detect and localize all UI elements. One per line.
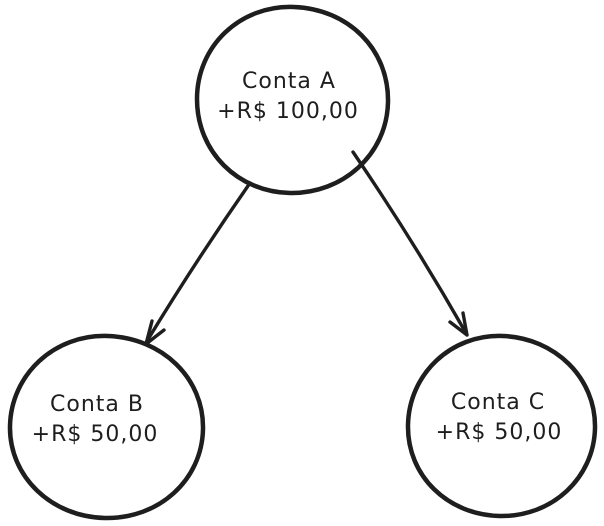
node-conta-c: Conta C +R$ 50,00 [405, 333, 598, 519]
edge-conta-a-to-conta-b [144, 181, 252, 346]
node-conta-a-label: Conta A [242, 69, 336, 94]
node-conta-a: Conta A +R$ 100,00 [194, 4, 391, 196]
node-conta-b: Conta B +R$ 50,00 [7, 333, 206, 521]
edge-a-c-line [351, 150, 468, 335]
node-conta-b-label: Conta B [50, 392, 144, 417]
node-conta-b-circle [7, 333, 206, 521]
node-conta-c-circle [405, 333, 598, 519]
node-conta-a-circle [194, 4, 391, 196]
edge-conta-a-to-conta-c [351, 150, 469, 337]
arrowhead-icon [448, 311, 469, 337]
node-conta-c-amount: +R$ 50,00 [436, 420, 563, 445]
edge-a-b-line [145, 181, 252, 343]
node-conta-c-label: Conta C [451, 390, 545, 415]
arrowhead-icon [144, 319, 166, 346]
node-conta-a-amount: +R$ 100,00 [217, 99, 359, 124]
node-conta-b-amount: +R$ 50,00 [32, 422, 159, 447]
